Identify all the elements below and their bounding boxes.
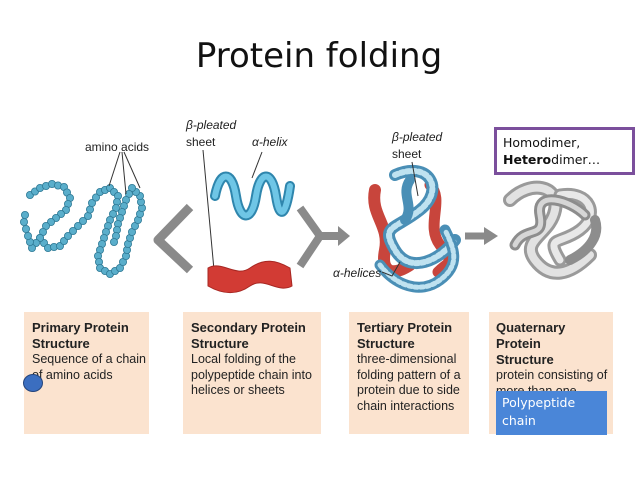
tertiary-structure-shape (368, 164, 461, 293)
callout-line-1: Homodimer, (503, 135, 581, 150)
panel-secondary-structure: Secondary Protein Structure Local foldin… (183, 312, 321, 434)
amino-acid-bead (69, 226, 78, 235)
panel-title: Secondary Protein (191, 320, 306, 335)
panel-title: Tertiary Protein (357, 320, 453, 335)
quaternary-structure-shape (503, 180, 602, 280)
callout-bold-prefix: Hetero (503, 152, 552, 167)
label-sheet-1: sheet (186, 135, 216, 149)
amino-acid-bead (74, 221, 83, 230)
highlight-dot (23, 374, 43, 392)
amino-acid-bead (64, 231, 73, 240)
label-beta-pleated-2: β-pleated (392, 130, 443, 144)
panel-description: protein due to side (357, 383, 460, 397)
amino-acid-bead (20, 210, 29, 219)
panel-tertiary-structure: Tertiary Protein Structure three-dimensi… (349, 312, 469, 434)
panel-description: three-dimensional (357, 352, 457, 366)
label-alpha-helix: α-helix (252, 135, 288, 149)
callout-suffix: dimer… (551, 152, 601, 167)
fold-arrow-1 (153, 203, 194, 274)
label-sheet-2: sheet (392, 147, 422, 161)
label-amino-acids: amino acids (85, 140, 150, 154)
panel-description: chain interactions (357, 398, 455, 413)
panel-description: Sequence of a chain (32, 352, 146, 366)
amino-acid-bead (88, 198, 97, 207)
panel-description: polypeptide chain into (191, 367, 312, 382)
label-alpha-helices: α-helices (333, 266, 382, 280)
panel-description: Local folding of the (191, 352, 296, 366)
amino-acid-bead (21, 224, 30, 233)
amino-acid-bead (86, 205, 95, 214)
amino-acid-bead (23, 231, 32, 240)
panel-description: of amino acids (32, 367, 113, 382)
polypeptide-chain-overlay: Polypeptide chain (496, 391, 607, 435)
panel-description: helices or sheets (191, 383, 285, 397)
panel-description: folding pattern of a (357, 367, 461, 382)
alpha-helix-shape (210, 171, 295, 221)
beta-sheet-shape (207, 260, 293, 294)
amino-acid-bead (92, 193, 101, 202)
amino-acid-chain (19, 179, 146, 278)
panel-title: Structure (496, 352, 554, 367)
panel-title: Structure (32, 336, 90, 351)
label-beta-pleated-1: β-pleated (186, 118, 237, 132)
callout-line-2: Heterodimer… (503, 151, 626, 168)
amino-acids-leader-lines (108, 151, 141, 195)
fold-arrow-2 (296, 205, 324, 269)
amino-acid-bead (19, 217, 28, 226)
panel-title: Structure (357, 336, 415, 351)
panel-title: Structure (191, 336, 249, 351)
panel-title: Primary Protein (32, 320, 129, 335)
amino-acid-bead (110, 237, 119, 246)
panel-primary-structure: Primary Protein Structure Sequence of a … (24, 312, 149, 434)
dimer-callout-box: Homodimer, Heterodimer… (494, 127, 635, 175)
amino-acid-bead (79, 216, 88, 225)
panel-title: Quaternary Protein (496, 320, 566, 351)
amino-acid-bead (84, 211, 93, 220)
page-title: Protein folding (195, 36, 443, 76)
panel-description: protein consisting of (496, 368, 608, 382)
